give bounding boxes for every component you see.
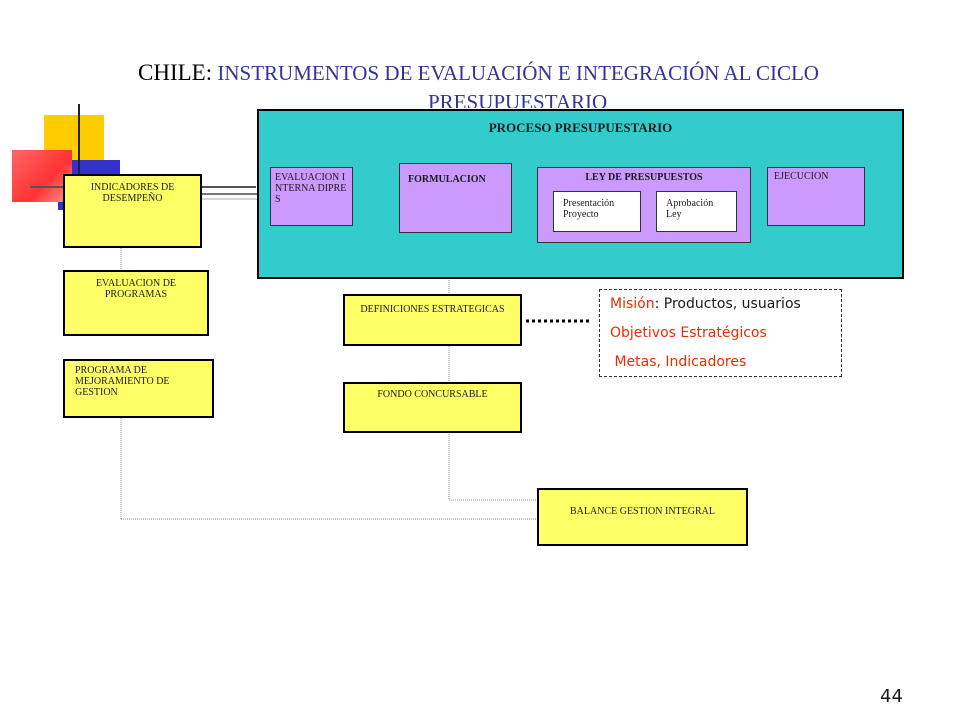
ejecucion-box: EJECUCION [767, 167, 865, 226]
presentacion-proyecto-box: Presentación Proyecto [553, 191, 641, 232]
note-box: Misión: Productos, usuarios Objetivos Es… [599, 289, 842, 377]
evaluacion-interna-label: EVALUACION INTERNA DIPRES [275, 172, 347, 205]
note-objetivos: Objetivos Estratégicos [610, 325, 767, 341]
evaluacion-programas-label: EVALUACION DE PROGRAMAS [95, 278, 177, 300]
title-line1: INSTRUMENTOS DE EVALUACIÓN E INTEGRACIÓN… [212, 61, 819, 85]
balance-gestion-box: BALANCE GESTION INTEGRAL [537, 488, 748, 546]
slide-title-line2: PRESUPUESTARIO [428, 90, 608, 108]
note-mision: Misión: Productos, usuarios [610, 290, 831, 319]
proceso-title: PROCESO PRESUPUESTARIO [488, 120, 673, 135]
title-country: CHILE: [138, 60, 213, 85]
slide-title: CHILE: INSTRUMENTOS DE EVALUACIÓN E INTE… [138, 60, 938, 86]
balance-gestion-label: BALANCE GESTION INTEGRAL [570, 506, 715, 517]
pmg-label: PROGRAMA DE MEJORAMIENTO DE GESTION [75, 365, 170, 398]
definiciones-estrategicas-box: DEFINICIONES ESTRATEGICAS [343, 294, 522, 346]
formulacion-label: FORMULACION [408, 174, 486, 185]
formulacion-box: FORMULACION [399, 163, 512, 233]
note-metas: Metas, Indicadores [610, 354, 747, 370]
presentacion-proyecto-label: Presentación Proyecto [563, 198, 615, 220]
decor-vertical-line [78, 104, 80, 188]
indicadores-desempeno-label: INDICADORES DE DESEMPEÑO [90, 182, 175, 204]
note-mision-label: Misión [610, 296, 655, 312]
pmg-box: PROGRAMA DE MEJORAMIENTO DE GESTION [63, 359, 214, 418]
indicadores-desempeno-box: INDICADORES DE DESEMPEÑO [63, 174, 202, 248]
page-number: 44 [880, 686, 903, 707]
definiciones-estrategicas-label: DEFINICIONES ESTRATEGICAS [360, 304, 505, 315]
note-mision-text: : Productos, usuarios [654, 296, 801, 312]
decor-red-square [12, 150, 72, 202]
ley-presupuestos-title: LEY DE PRESUPUESTOS [585, 172, 703, 183]
evaluacion-programas-box: EVALUACION DE PROGRAMAS [63, 270, 209, 336]
aprobacion-ley-box: Aprobación Ley [656, 191, 737, 232]
ejecucion-label: EJECUCION [774, 171, 829, 182]
fondo-concursable-box: FONDO CONCURSABLE [343, 382, 522, 433]
aprobacion-ley-label: Aprobación Ley [666, 198, 714, 220]
fondo-concursable-label: FONDO CONCURSABLE [377, 389, 488, 400]
evaluacion-interna-box: EVALUACION INTERNA DIPRES [270, 167, 353, 226]
